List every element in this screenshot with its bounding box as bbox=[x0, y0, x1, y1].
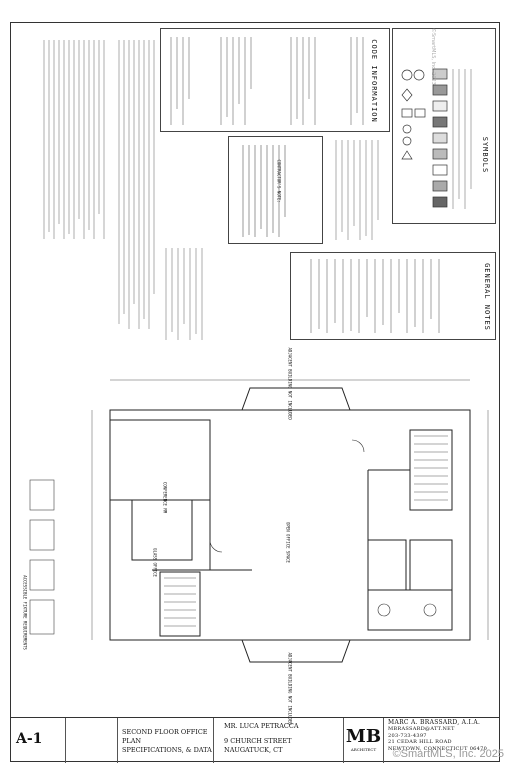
drawing-title-line-2: SPECIFICATIONS, & DATA bbox=[122, 746, 212, 754]
specifications-column-2 bbox=[115, 34, 160, 334]
symbols-legend-box: SYMBOLS bbox=[392, 28, 496, 224]
architect-street: 21 CEDAR HILL ROAD bbox=[388, 739, 452, 746]
second-floor-plan bbox=[29, 379, 489, 663]
project-cell: MR. LUCA PETRACCA 9 CHURCH STREET NAUGAT… bbox=[214, 718, 344, 763]
architect-name: MARC A. BRASSARD, A.I.A. bbox=[388, 719, 481, 726]
architect-city: NEWTOWN, CONNECTICUT 06470 bbox=[388, 745, 488, 752]
top-bay bbox=[241, 387, 351, 411]
architect-logo: MB bbox=[345, 726, 382, 747]
adjacent-building-right-label: ADJACENT BUILDING NOT INCLUDED bbox=[287, 652, 293, 725]
watermark: ©SmartMLS, Inc. 2025 bbox=[392, 748, 504, 760]
title-block: A-1 SECOND FLOOR OFFICE PLAN SPECIFICATI… bbox=[10, 717, 500, 763]
spec-text-lines-1 bbox=[43, 40, 105, 239]
accessible-detail-4 bbox=[29, 599, 55, 635]
architect-phone: 203-733-4397 bbox=[388, 732, 427, 739]
symbols-legend-graphics bbox=[401, 68, 472, 209]
spec-text-lines-3 bbox=[165, 248, 203, 340]
open-office-space-label: OPEN OFFICE SPACE bbox=[285, 522, 291, 563]
notes-middle-lines bbox=[335, 140, 379, 240]
accessible-detail-1 bbox=[29, 479, 55, 511]
accessible-requirements-label: ACCESSIBLE FIXTURE REQUIREMENTS bbox=[22, 575, 28, 650]
general-notes-lines bbox=[310, 259, 440, 333]
bathroom-1 bbox=[367, 539, 407, 591]
architect-logo-cell: MB ARCHITECT bbox=[344, 718, 384, 763]
project-address-line-2: NAUGATUCK, CT bbox=[224, 746, 283, 754]
contractors-note-title: CONTRACTOR'S NOTE: bbox=[276, 159, 282, 203]
accessible-detail-2 bbox=[29, 519, 55, 551]
bottom-bay bbox=[241, 639, 351, 663]
contractors-note-lines bbox=[242, 145, 286, 237]
glass-office bbox=[131, 499, 193, 561]
specifications-column-3 bbox=[160, 244, 230, 344]
spec-text-lines-2 bbox=[118, 40, 155, 329]
bathroom-2 bbox=[409, 539, 453, 591]
architect-info-cell: MARC A. BRASSARD, A.I.A. MBRASSARD@ATT.N… bbox=[384, 718, 500, 763]
door-swing-2 bbox=[209, 539, 223, 553]
drawing-title-cell: SECOND FLOOR OFFICE PLAN SPECIFICATIONS,… bbox=[118, 718, 214, 763]
sheet-number-cell: A-1 bbox=[10, 718, 66, 763]
specifications-column-1 bbox=[40, 34, 110, 244]
bathroom-3 bbox=[367, 589, 453, 631]
code-information-box: CODE INFORMATION bbox=[160, 28, 390, 132]
code-info-text-lines bbox=[170, 37, 364, 125]
symbols-title: SYMBOLS bbox=[481, 136, 489, 174]
contractors-note-box: CONTRACTOR'S NOTE: bbox=[228, 136, 323, 244]
watermark-small: ©SmartMLS, Inc. 2023 bbox=[430, 28, 436, 85]
adjacent-building-left-label: ADJACENT BUILDING NOT INCLUDED bbox=[287, 347, 293, 420]
sheet-number: A-1 bbox=[16, 731, 43, 747]
conference-room-label: CONFERENCE RM bbox=[162, 481, 168, 514]
toilet-fixture bbox=[377, 603, 391, 617]
general-notes-title: GENERAL NOTES bbox=[483, 263, 491, 331]
code-information-title: CODE INFORMATION bbox=[370, 39, 378, 123]
stair-left bbox=[159, 571, 201, 637]
stair-right bbox=[409, 429, 453, 511]
general-notes-box: GENERAL NOTES bbox=[290, 252, 496, 340]
door-swing-1 bbox=[351, 439, 365, 453]
revisions-cell bbox=[66, 718, 118, 763]
notes-middle-column bbox=[330, 136, 390, 244]
architect-logo-sub: ARCHITECT bbox=[350, 747, 377, 752]
accessible-detail-3 bbox=[29, 559, 55, 591]
sink-fixture bbox=[423, 603, 437, 617]
drawing-title-line-1: SECOND FLOOR OFFICE PLAN bbox=[122, 728, 208, 745]
project-address-line-1: 9 CHURCH STREET bbox=[224, 737, 292, 745]
client-name: MR. LUCA PETRACCA bbox=[224, 722, 299, 730]
conference-room bbox=[109, 419, 211, 501]
glass-office-label: GLASS OFFICE bbox=[152, 548, 158, 577]
architect-email: MBRASSARD@ATT.NET bbox=[388, 726, 455, 733]
building-outline bbox=[109, 409, 471, 641]
sheet-border bbox=[10, 22, 500, 762]
